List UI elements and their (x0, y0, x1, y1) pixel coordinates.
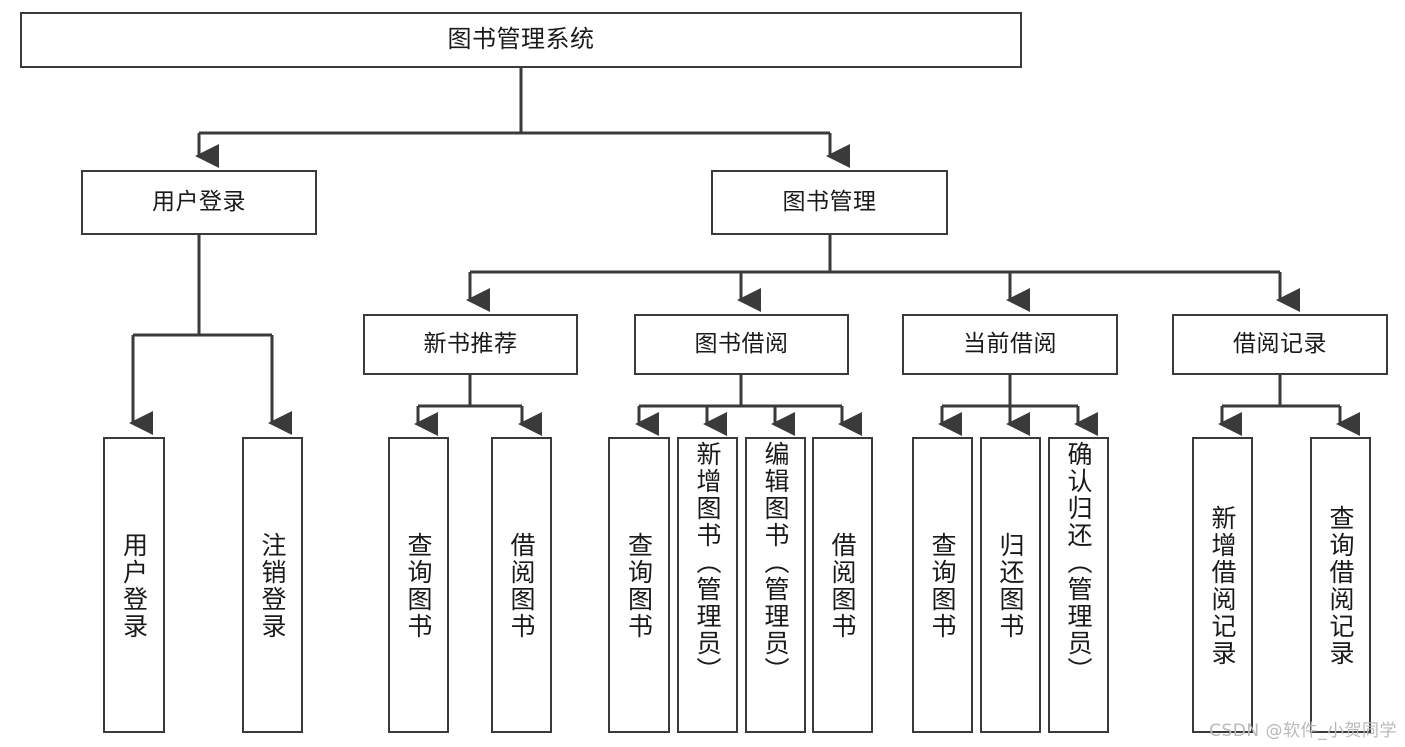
node-book-borrow[interactable]: 图书借阅 (634, 314, 849, 375)
node-book-management[interactable]: 图书管理 (711, 170, 948, 235)
node-label: 当前借阅 (963, 331, 1057, 358)
leaf-book-borrow-edit[interactable]: 编辑图书（管理员） (745, 437, 806, 733)
node-label: 用户登录 (152, 189, 246, 216)
node-label: 图书管理 (782, 189, 877, 216)
node-label: 新书推荐 (423, 331, 518, 358)
leaf-new-book-query[interactable]: 查询图书 (388, 437, 449, 733)
node-label: 查询图书 (928, 532, 957, 640)
node-label: 借阅图书 (507, 532, 536, 640)
node-label: 借阅图书 (828, 532, 857, 640)
node-label: 图书借阅 (694, 331, 789, 358)
node-borrow-record[interactable]: 借阅记录 (1172, 314, 1388, 375)
node-root-system[interactable]: 图书管理系统 (20, 12, 1022, 68)
node-label: 新增图书（管理员） (693, 441, 722, 684)
leaf-user-login-logout[interactable]: 注销登录 (242, 437, 303, 733)
leaf-borrow-record-add[interactable]: 新增借阅记录 (1192, 437, 1253, 733)
node-user-login[interactable]: 用户登录 (81, 170, 317, 235)
leaf-current-borrow-query[interactable]: 查询图书 (912, 437, 973, 733)
node-label: 用户登录 (119, 532, 149, 640)
leaf-current-borrow-return[interactable]: 归还图书 (980, 437, 1041, 733)
leaf-book-borrow-add[interactable]: 新增图书（管理员） (677, 437, 738, 733)
node-new-book-recommend[interactable]: 新书推荐 (363, 314, 578, 375)
node-label: 查询图书 (624, 532, 654, 640)
leaf-book-borrow-borrow[interactable]: 借阅图书 (812, 437, 873, 733)
node-label: 图书管理系统 (447, 25, 595, 54)
node-label: 确认归还（管理员） (1064, 441, 1093, 684)
node-label: 查询借阅记录 (1326, 505, 1355, 667)
leaf-current-borrow-confirm-return[interactable]: 确认归还（管理员） (1048, 437, 1109, 733)
node-label: 借阅记录 (1233, 331, 1327, 358)
node-label: 新增借阅记录 (1208, 505, 1237, 667)
leaf-book-borrow-query[interactable]: 查询图书 (608, 437, 670, 733)
node-label: 归还图书 (996, 532, 1025, 640)
node-label: 查询图书 (404, 532, 433, 640)
node-current-borrow[interactable]: 当前借阅 (902, 314, 1118, 375)
node-label: 编辑图书（管理员） (761, 441, 790, 684)
leaf-borrow-record-query[interactable]: 查询借阅记录 (1310, 437, 1371, 733)
leaf-user-login-login[interactable]: 用户登录 (103, 437, 165, 733)
node-label: 注销登录 (258, 532, 287, 640)
leaf-new-book-borrow[interactable]: 借阅图书 (491, 437, 552, 733)
